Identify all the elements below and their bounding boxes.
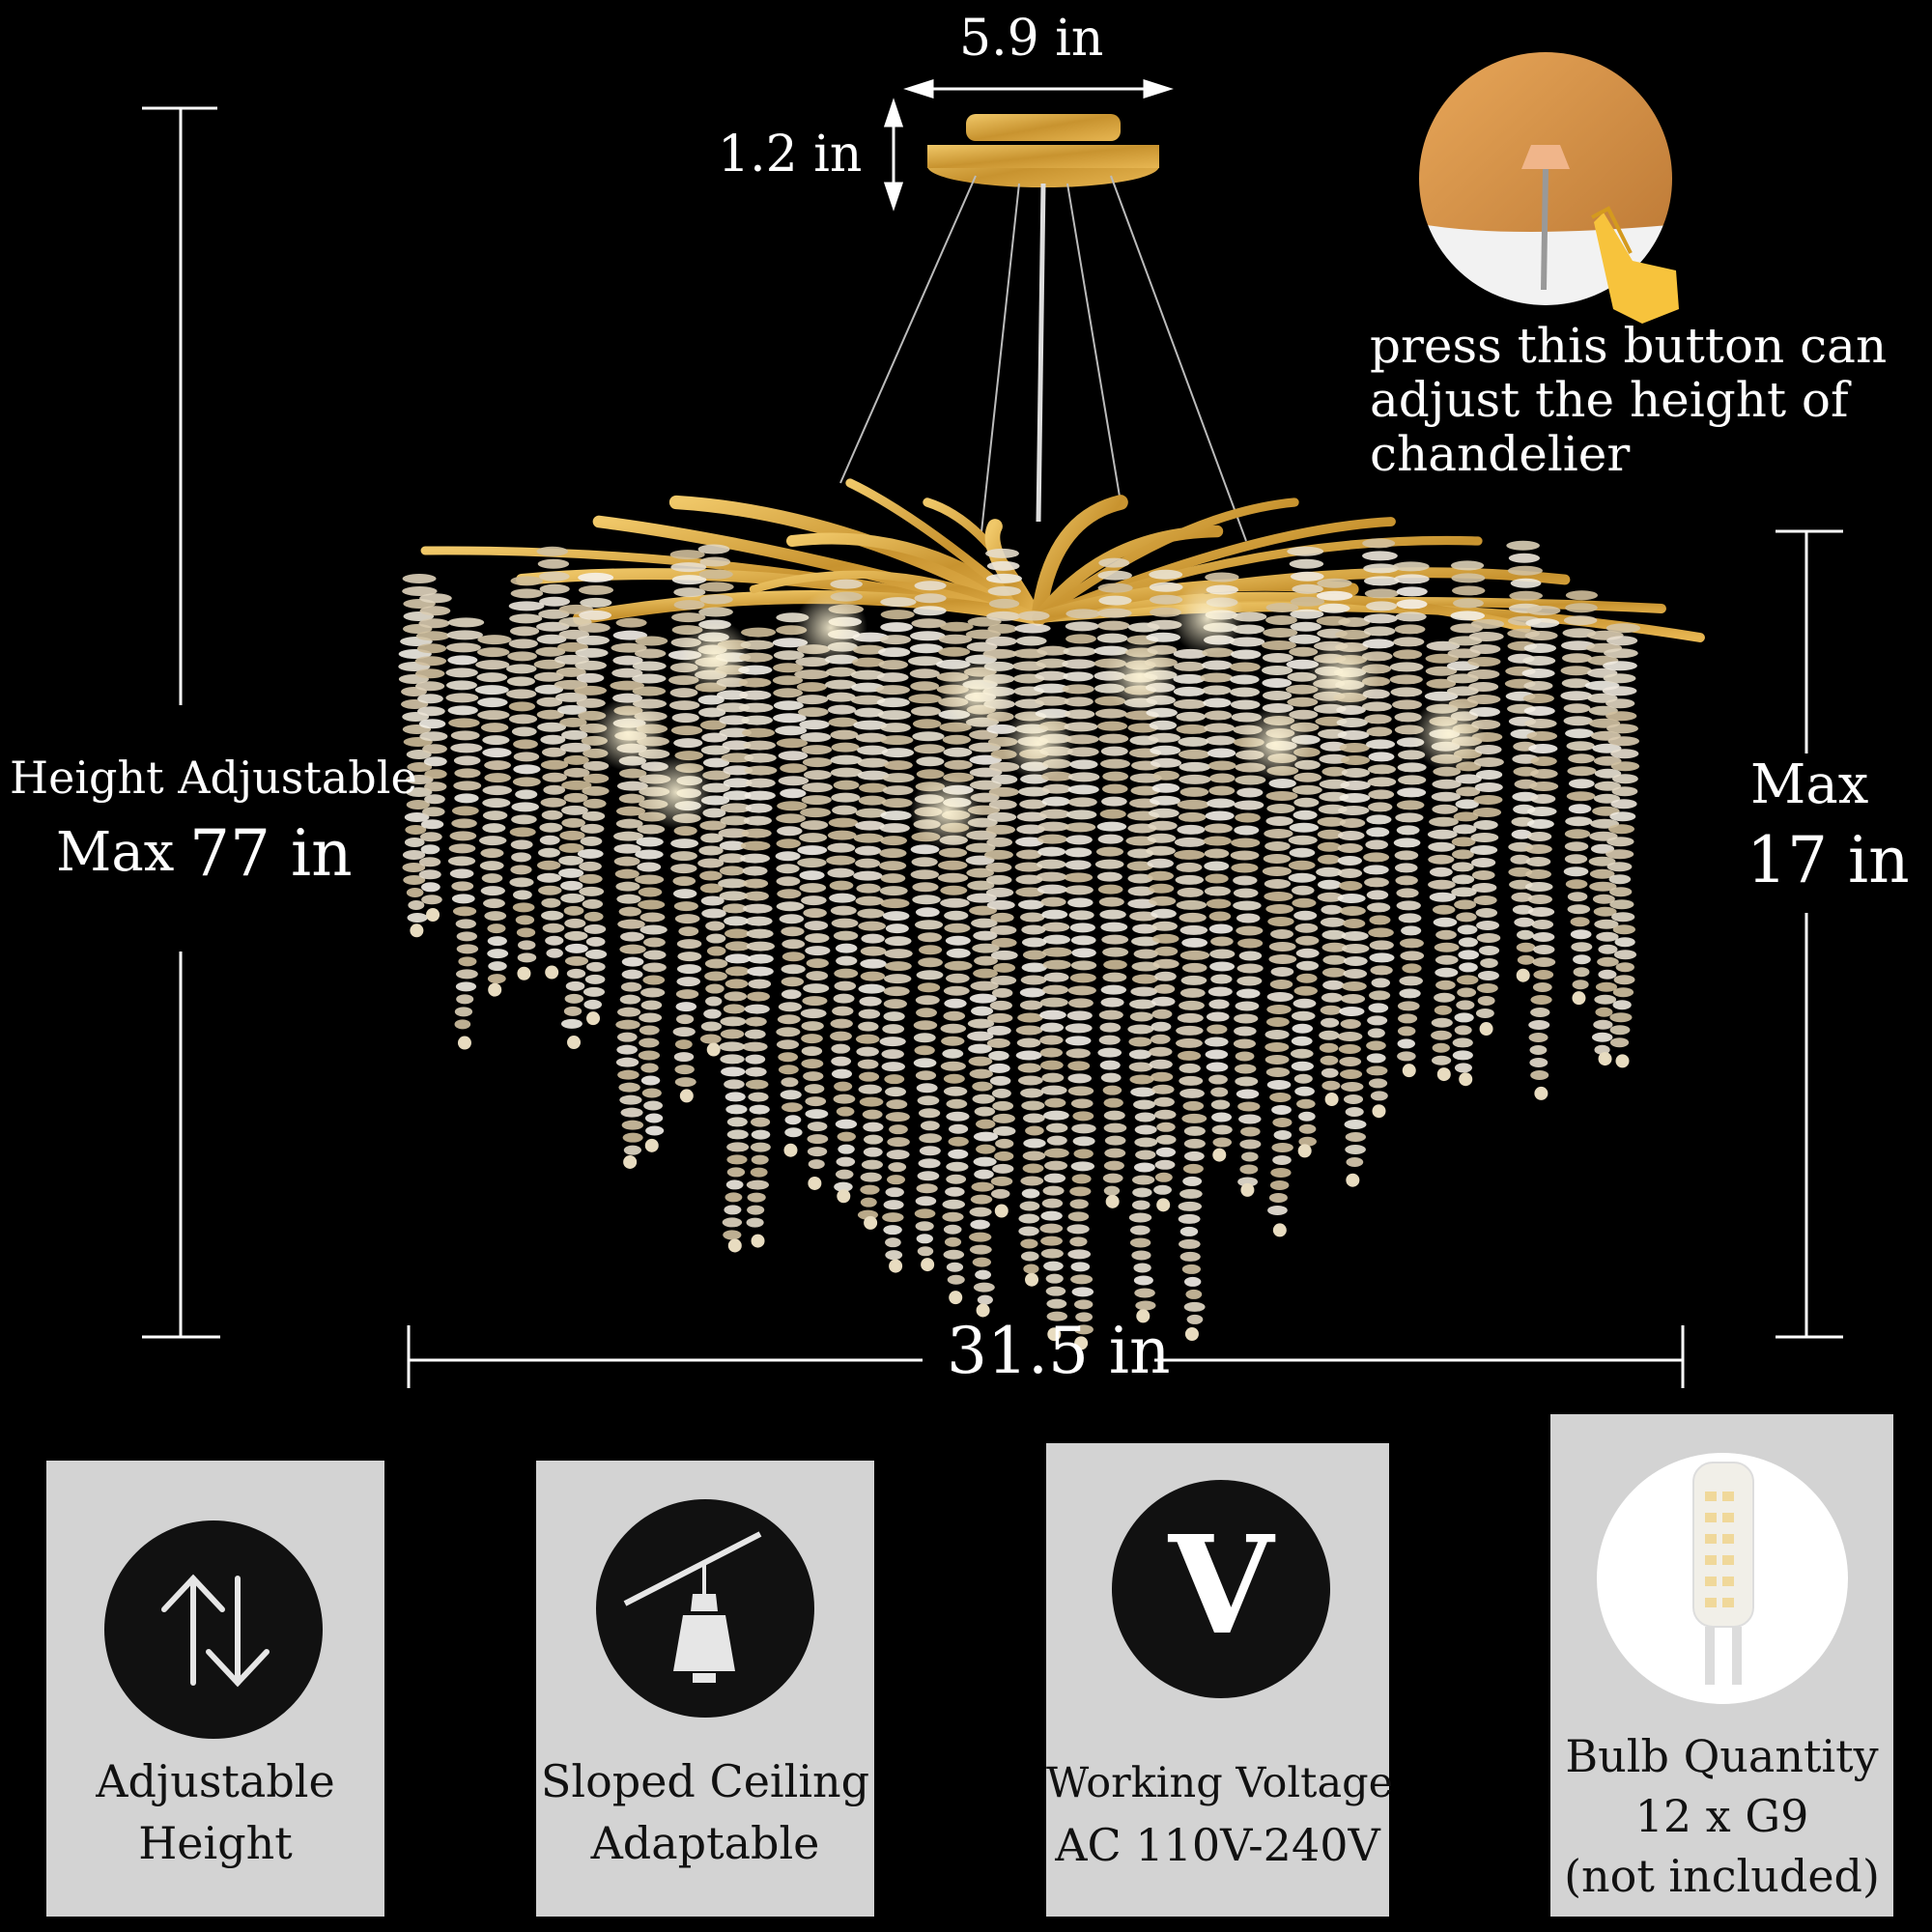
- feature-label-line1: Adjustable: [96, 1755, 335, 1807]
- feature-label-line2: 12 x G9: [1634, 1790, 1809, 1842]
- bulb-glow: [639, 755, 713, 829]
- crystal-strand: [1389, 561, 1430, 1078]
- adjust-height-note: press this button can adjust the height …: [1370, 318, 1888, 482]
- crystal-strand: [1521, 606, 1561, 1100]
- crystal-strand: [474, 635, 512, 997]
- crystal-strand: [1144, 569, 1183, 1212]
- feature-label-line2: Height: [138, 1817, 293, 1869]
- crystal-strand: [1424, 640, 1463, 1082]
- feature-label-line1: Bulb Quantity: [1565, 1730, 1879, 1782]
- crystal-strand: [533, 546, 570, 980]
- total-height-prefix: Max: [56, 821, 175, 884]
- crystal-strand: [414, 593, 452, 922]
- feature-card-adjustable-height: Adjustable Height: [46, 1461, 384, 1917]
- crystal-strand: [554, 604, 594, 1050]
- crystal-strand: [506, 576, 545, 980]
- feature-card-sloped-ceiling: Sloped Ceiling Adaptable: [536, 1461, 874, 1917]
- up-down-arrows-icon: [104, 1520, 323, 1739]
- bulb-glow: [1002, 707, 1075, 781]
- crystal-strand: [1261, 602, 1299, 1237]
- dimension-lines: [142, 78, 1843, 1388]
- crystal-strand: [1602, 623, 1641, 1068]
- diameter-label: 31.5 in: [947, 1314, 1171, 1388]
- branch: [1031, 495, 1128, 626]
- total-height-value: 77 in: [189, 816, 353, 891]
- bulb-glow: [591, 697, 665, 771]
- bulb-glow: [910, 775, 983, 848]
- bulb-glows: [591, 582, 1486, 848]
- pointing-hand-icon: [1591, 206, 1679, 324]
- branch: [1034, 497, 1299, 623]
- feature-label-line1: Working Voltage: [1046, 1759, 1394, 1807]
- bulb-glow: [1306, 639, 1379, 713]
- feature-label-line2: Adaptable: [590, 1817, 820, 1869]
- total-height-title: Height Adjustable: [10, 752, 417, 804]
- crystal-strand: [1173, 648, 1211, 1341]
- body-height-value: 17 in: [1747, 823, 1910, 897]
- crystal-strand: [1122, 622, 1162, 1323]
- feature-label-line3: (not included): [1564, 1850, 1880, 1902]
- crystal-strand: [875, 597, 917, 1273]
- bulb-glow: [678, 620, 752, 694]
- bulb-glow: [794, 591, 867, 665]
- crystal-strand: [445, 617, 485, 1050]
- crystal-strand: [1584, 630, 1624, 1066]
- body-height-title: Max: [1750, 753, 1869, 816]
- crystal-strand: [794, 644, 833, 1190]
- suspension-cables: [839, 175, 1247, 542]
- bulb-glow: [1171, 582, 1244, 655]
- bulb-glow: [1103, 639, 1177, 713]
- g9-bulb-icon: [1597, 1453, 1848, 1704]
- canopy-width-label: 5.9 in: [959, 10, 1104, 68]
- crystal-strand: [1466, 618, 1505, 1037]
- bulb-glow: [1238, 707, 1312, 781]
- voltage-v-icon: V: [1112, 1480, 1330, 1698]
- feature-label-line1: Sloped Ceiling: [540, 1755, 870, 1807]
- crystal-strands: [398, 538, 1641, 1350]
- bulb-glow: [1412, 697, 1486, 771]
- feature-card-bulb-quantity: Bulb Quantity 12 x G9 (not included): [1550, 1414, 1893, 1917]
- sloped-ceiling-pendant-icon: [596, 1499, 814, 1718]
- feature-label-line2: AC 110V-240V: [1055, 1819, 1380, 1871]
- canopy-height-label: 1.2 in: [718, 126, 863, 184]
- crystal-strand: [738, 627, 778, 1248]
- crystal-strand: [574, 572, 614, 1026]
- canopy-plate: [927, 114, 1159, 187]
- bulb-glow: [939, 659, 1012, 732]
- voltage-v-glyph: V: [1168, 1507, 1274, 1665]
- crystal-strand: [1062, 609, 1101, 1350]
- branch: [592, 515, 1045, 625]
- feature-card-working-voltage: V Working Voltage AC 110V-240V: [1046, 1443, 1394, 1917]
- crystal-strand: [1011, 611, 1051, 1287]
